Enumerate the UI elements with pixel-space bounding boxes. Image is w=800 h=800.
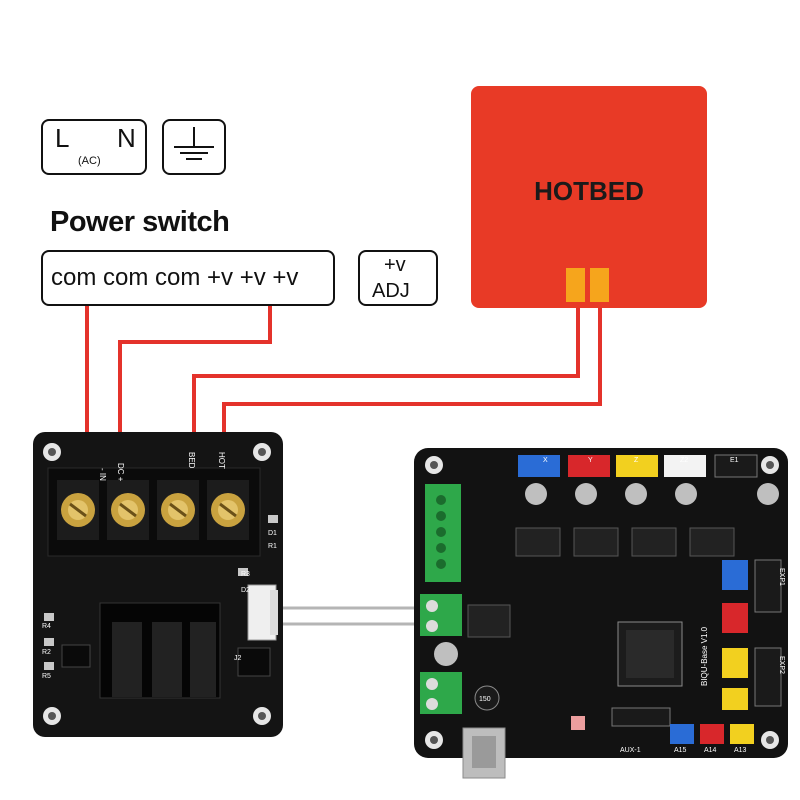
bottom-label-a14: A14	[704, 747, 717, 754]
terminal-screws	[57, 480, 249, 540]
inductor-label: 150	[479, 696, 491, 703]
ref-label: D2	[241, 587, 250, 594]
side-label-exp1: EXP1	[778, 568, 785, 586]
power-switch-terminals: com com com +v +v +v	[41, 250, 335, 306]
neutral-label: N	[117, 123, 136, 153]
header-label-e1: E1	[730, 457, 739, 464]
ref-label: R1	[268, 543, 277, 550]
wire-hotbed-to-bed	[192, 305, 580, 446]
mainboard: X Y Z Z2 E1 AUX-1 A15 A14 A13 EXP1 EXP2 …	[414, 448, 788, 779]
ref-label: R4	[42, 623, 51, 630]
wire-v-to-dc-plus	[118, 305, 272, 446]
header-label-z: Z	[634, 457, 639, 464]
mosfet-module: - IN DC + BED HOT R3 D2 D1 R4 R2 R5 J2 R…	[33, 432, 283, 737]
mains-input-box: L N (AC)	[41, 119, 147, 175]
dc-label-right: DC +	[116, 463, 125, 482]
bottom-label-a15: A15	[674, 747, 687, 754]
header-label-y: Y	[588, 457, 593, 464]
power-switch-terminal-labels: com com com +v +v +v	[51, 264, 299, 291]
hotbed: HOTBED	[471, 86, 707, 308]
adjust-label: ADJ	[372, 280, 410, 302]
bed-label: BED	[187, 452, 196, 469]
ac-label: (AC)	[78, 155, 101, 167]
hotbed-pad-left	[566, 268, 585, 302]
wire-hotbed-to-hot	[222, 305, 602, 446]
dc-label-left: - IN	[98, 468, 107, 481]
adjust-plus-v: +v	[384, 254, 406, 276]
board-name: BIQU-Base V1.0	[700, 626, 709, 686]
hot-label: HOT	[217, 452, 226, 469]
live-label: L	[55, 123, 70, 153]
ref-label: D1	[268, 530, 277, 537]
header-label-x: X	[543, 457, 548, 464]
hotbed-pad-right	[590, 268, 609, 302]
voltage-adjust-box: +v ADJ	[358, 250, 438, 306]
bottom-label-aux1: AUX-1	[620, 747, 641, 754]
ref-label: R5	[42, 673, 51, 680]
ground-icon	[174, 127, 214, 160]
ref-label: R3	[241, 571, 250, 578]
power-switch-title: Power switch	[50, 206, 230, 238]
header-label-z2: Z2	[680, 457, 688, 464]
ref-label: J2	[234, 655, 242, 662]
side-label-exp2: EXP2	[778, 656, 785, 674]
ground-box	[162, 119, 226, 175]
hotbed-label: HOTBED	[534, 176, 644, 206]
bottom-label-a13: A13	[734, 747, 747, 754]
ref-label: R2	[42, 649, 51, 656]
